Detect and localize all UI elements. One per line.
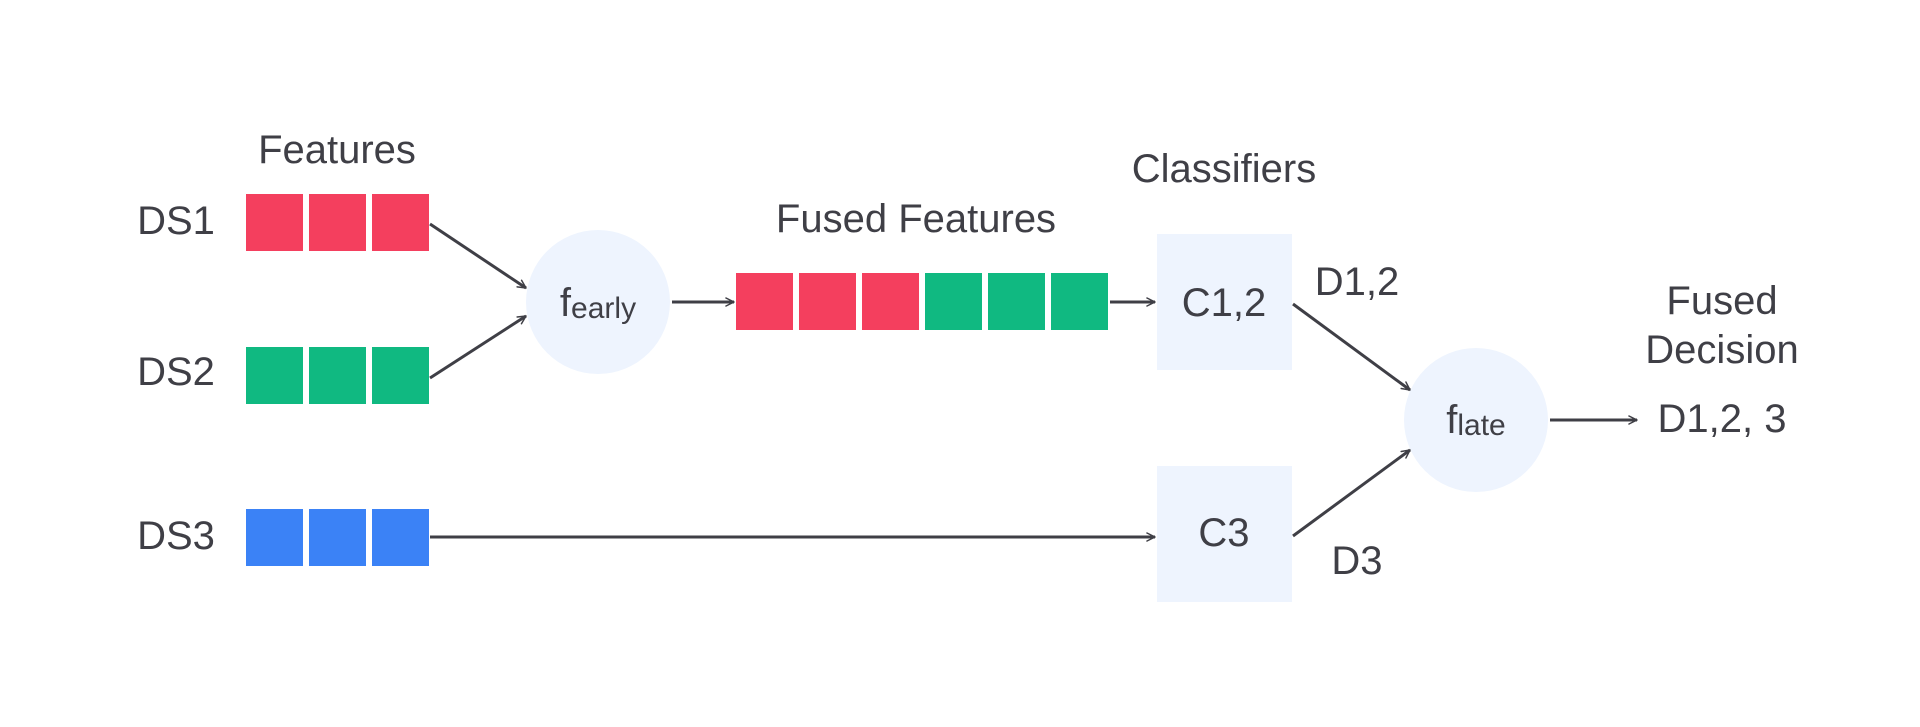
early-fusion-base: f xyxy=(560,281,572,325)
ds2-label: DS2 xyxy=(137,350,215,394)
fused-feature-cell-4 xyxy=(925,273,982,330)
ds2-feature-vector xyxy=(246,347,429,404)
ds3-label: DS3 xyxy=(137,514,215,558)
classifier-c3-box xyxy=(1157,466,1292,602)
fused-decision-heading-line1: Fused xyxy=(1666,279,1777,323)
ds1-label: DS1 xyxy=(137,199,215,243)
fused-feature-vector xyxy=(736,273,1108,330)
late-fusion-label: flate xyxy=(1446,398,1506,442)
fused-features-heading: Fused Features xyxy=(776,197,1056,241)
features-heading: Features xyxy=(258,128,416,172)
late-fusion-node xyxy=(1404,348,1548,492)
ds3-feature-cell-3 xyxy=(372,509,429,566)
late-fusion-subscript: late xyxy=(1457,409,1505,442)
ds2-feature-cell-2 xyxy=(309,347,366,404)
fused-feature-cell-5 xyxy=(988,273,1045,330)
ds2-feature-cell-1 xyxy=(246,347,303,404)
fused-feature-cell-3 xyxy=(862,273,919,330)
edge-c12-to-late xyxy=(1292,302,1411,392)
classifier-c12-box xyxy=(1157,234,1292,370)
late-fusion-base: f xyxy=(1446,398,1458,442)
ds1-feature-cell-2 xyxy=(309,194,366,251)
final-decision-label: D1,2, 3 xyxy=(1658,397,1787,441)
ds3-feature-cell-2 xyxy=(309,509,366,566)
ds3-feature-vector xyxy=(246,509,429,566)
edge-c3-to-late xyxy=(1292,448,1411,538)
early-fusion-node xyxy=(526,230,670,374)
decision-d12-label: D1,2 xyxy=(1315,260,1400,304)
ds3-feature-cell-1 xyxy=(246,509,303,566)
edge-ds1-to-early xyxy=(429,222,527,290)
fused-feature-cell-1 xyxy=(736,273,793,330)
fused-decision-heading-line2: Decision xyxy=(1645,328,1798,372)
ds1-feature-vector xyxy=(246,194,429,251)
ds2-feature-cell-3 xyxy=(372,347,429,404)
classifier-c12-label: C1,2 xyxy=(1182,281,1267,325)
ds1-feature-cell-1 xyxy=(246,194,303,251)
classifiers-heading: Classifiers xyxy=(1132,147,1316,191)
decision-d3-label: D3 xyxy=(1331,539,1382,583)
classifier-c3-label: C3 xyxy=(1198,511,1249,555)
fused-feature-cell-6 xyxy=(1051,273,1108,330)
early-fusion-label: fearly xyxy=(560,281,636,325)
ds1-feature-cell-3 xyxy=(372,194,429,251)
edge-ds2-to-early xyxy=(429,314,527,380)
early-fusion-subscript: early xyxy=(571,292,636,325)
fused-feature-cell-2 xyxy=(799,273,856,330)
